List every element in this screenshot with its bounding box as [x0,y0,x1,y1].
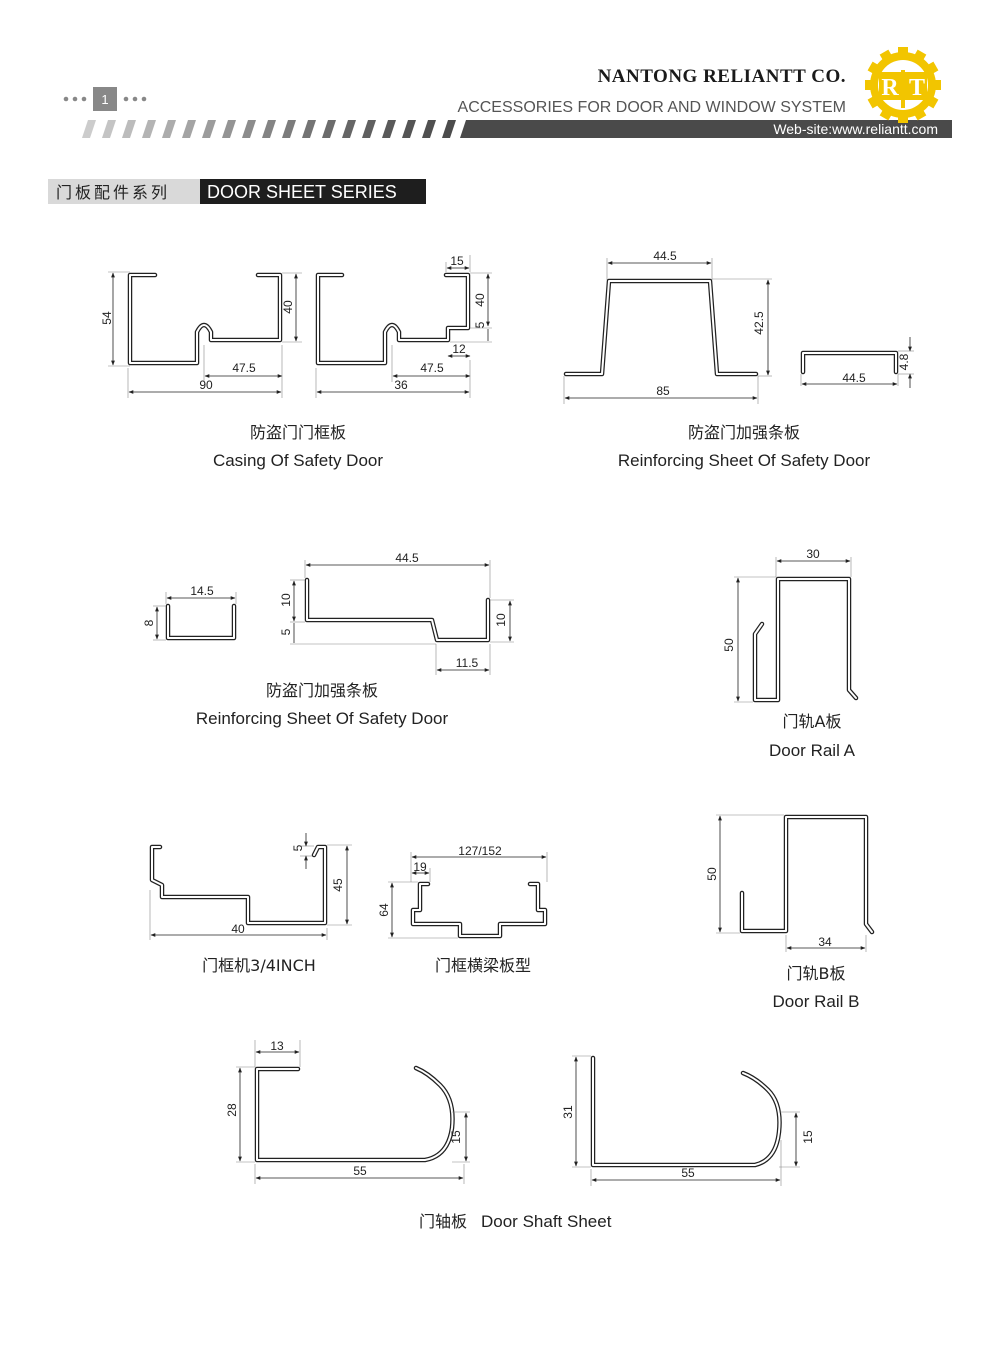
figure-rail-b: 50 34 门轨B板 Door Rail B [705,814,875,1011]
shaft-profile-left [254,1065,455,1163]
casing-dim-40-right: 40 [473,293,487,307]
figure-reinforcing-2: 14.5 8 44.5 10 5 10 11.5 防盗门加强条板 Reinfor… [142,551,514,728]
shaft-dim-13: 13 [270,1039,284,1053]
website: Web-site:www.reliantt.com [773,121,938,137]
reinforcing1-dim-44-5-top: 44.5 [653,249,677,263]
stripe-band [82,120,952,138]
casing-dim-47-5-right: 47.5 [420,361,444,375]
figure-reinforcing-1: 44.5 42.5 85 44.5 4.8 防盗门加强条板 Reinforcin… [563,249,914,470]
frame-machine-caption: 门框机3/4INCH [202,956,316,975]
frame-machine-dim-45: 45 [331,878,345,892]
section-title: 门板配件系列 DOOR SHEET SERIES [48,179,426,204]
reinforcing2-small-channel [165,603,237,641]
beam-profile [410,881,548,939]
casing-caption-cn: 防盗门门框板 [250,423,346,442]
company-name: NANTONG RELIANTT CO. [598,66,846,87]
page-number-box [93,87,117,111]
company-logo: R T [865,47,941,123]
beam-dim-127-152: 127/152 [458,844,502,858]
shaft-dim-55-right: 55 [681,1166,695,1180]
shaft-profile-right [590,1055,782,1168]
casing-profile-left [127,272,283,366]
figure-beam: 127/152 19 64 门框横梁板型 [377,844,548,975]
reinforcing1-caption-en: Reinforcing Sheet Of Safety Door [618,451,871,470]
header: 1 NANTONG RELIANTT CO. ACCESSORIES FOR D… [63,47,952,138]
casing-caption-en: Casing Of Safety Door [213,451,383,470]
casing-dim-5: 5 [473,321,487,328]
shaft-dim-15-right: 15 [801,1130,815,1144]
logo-letter-r: R [881,75,899,101]
reinforcing2-dim-10-left: 10 [279,593,293,607]
shaft-dim-55-left: 55 [353,1164,367,1178]
rail-b-dim-50: 50 [705,867,719,881]
figure-frame-machine: 5 45 40 门框机3/4INCH [149,833,352,975]
page-indicator: 1 [63,87,147,111]
shaft-caption-en: Door Shaft Sheet [481,1212,612,1231]
figure-casing: 54 47.5 90 40 15 40 [100,254,492,470]
reinforcing1-caption-cn: 防盗门加强条板 [688,423,800,442]
shaft-caption-cn: 门轴板 [419,1212,467,1231]
page-number: 1 [101,92,108,107]
frame-machine-dim-40: 40 [231,922,245,936]
reinforcing1-dim-4-8: 4.8 [897,353,911,370]
rail-a-dim-30: 30 [806,547,820,561]
section-title-cn: 门板配件系列 [56,183,170,202]
beam-dim-19: 19 [413,860,427,874]
casing-dim-12: 12 [452,342,466,356]
reinforcing1-dim-42-5: 42.5 [752,311,766,335]
rail-a-dim-50: 50 [722,638,736,652]
casing-dim-40-left: 40 [281,300,295,314]
rail-a-profile [752,576,859,703]
figure-shaft: 13 28 15 55 31 15 55 门轴板 Door Shaft Shee… [225,1039,815,1231]
rail-b-caption-cn: 门轨B板 [787,964,846,983]
rail-a-caption-cn: 门轨A板 [783,712,842,731]
figure-rail-a: 30 50 门轨A板 Door Rail A [722,547,859,760]
reinforcing2-dim-44-5: 44.5 [395,551,419,565]
casing-dim-47-5-left: 47.5 [232,361,256,375]
reinforcing1-dim-44-5-bottom: 44.5 [842,371,866,385]
shaft-dim-15-left: 15 [449,1130,463,1144]
rail-a-caption-en: Door Rail A [769,741,856,760]
beam-caption: 门框横梁板型 [435,956,531,975]
reinforcing2-dim-11-5: 11.5 [456,656,479,670]
rail-b-profile [739,814,875,935]
logo-letter-t: T [909,75,925,101]
reinforcing2-dim-14-5: 14.5 [190,584,214,598]
reinforcing2-dim-5: 5 [279,628,293,635]
reinforcing2-caption-en: Reinforcing Sheet Of Safety Door [196,709,449,728]
casing-dims-right: 15 40 5 12 47.5 36 [315,254,492,398]
beam-dim-64: 64 [377,903,391,917]
section-title-en: DOOR SHEET SERIES [207,182,397,202]
casing-dim-36: 36 [394,378,408,392]
reinforcing2-stepped-profile [304,577,491,643]
reinforcing2-dim-8: 8 [142,619,156,626]
shaft-dim-28: 28 [225,1103,239,1117]
rail-b-caption-en: Door Rail B [773,992,860,1011]
rail-b-dim-34: 34 [818,935,832,949]
casing-dim-90: 90 [199,378,213,392]
shaft-dim-31: 31 [561,1105,575,1119]
reinforcing2-dim-10-right: 10 [494,613,508,627]
reinforcing1-channel-profile [800,350,899,375]
reinforcing1-dim-85: 85 [656,384,670,398]
reinforcing2-caption-cn: 防盗门加强条板 [266,681,378,700]
casing-dims-left: 54 47.5 90 40 [100,271,302,398]
frame-machine-profile [149,844,328,926]
company-tagline: ACCESSORIES FOR DOOR AND WINDOW SYSTEM [458,99,846,116]
casing-dim-54: 54 [100,311,114,325]
casing-profile-right [315,272,471,366]
frame-machine-dim-5: 5 [291,844,305,851]
reinforcing1-hat-profile [563,278,759,377]
casing-dim-15: 15 [450,254,464,268]
